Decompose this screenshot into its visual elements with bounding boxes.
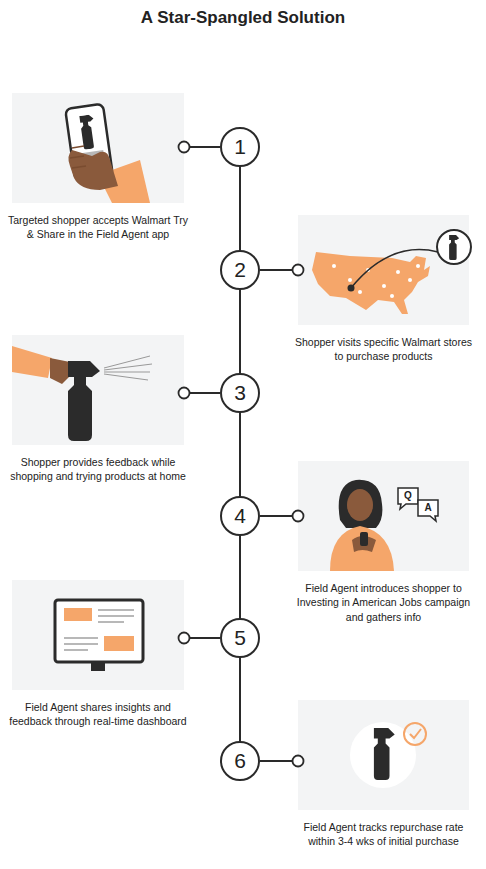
panel-ground bbox=[298, 215, 469, 325]
step-circle: 4 bbox=[220, 496, 260, 536]
connector-dot bbox=[293, 511, 304, 522]
shopper-illustration bbox=[330, 480, 438, 571]
step-caption: Shopper provides feedback while shopping… bbox=[6, 455, 190, 484]
timeline-connector bbox=[239, 536, 241, 618]
map-illustration bbox=[312, 230, 471, 314]
panel-ground bbox=[298, 700, 469, 810]
step-number: 1 bbox=[234, 135, 246, 159]
step-panel: Field Agent tracks repurchase rate withi… bbox=[298, 700, 469, 810]
panel-ground bbox=[12, 580, 184, 690]
timeline-connector bbox=[239, 290, 241, 373]
step-number: 3 bbox=[234, 381, 246, 405]
timeline-connector bbox=[239, 413, 241, 496]
diagram-title: A Star-Spangled Solution bbox=[0, 8, 486, 28]
step-caption: Field Agent introduces shopper to Invest… bbox=[292, 581, 475, 624]
connector-dot bbox=[293, 265, 304, 276]
step-number: 6 bbox=[234, 749, 246, 773]
timeline-connector bbox=[239, 167, 241, 250]
step-number: 4 bbox=[234, 504, 246, 528]
bubble-letter: A bbox=[421, 502, 435, 513]
step-panel: Field Agent introduces shopper to Invest… bbox=[298, 461, 469, 571]
step-circle: 3 bbox=[220, 373, 260, 413]
connector-dot bbox=[179, 388, 190, 399]
connector-dot bbox=[179, 142, 190, 153]
step-panel: Field Agent shares insights and feedback… bbox=[12, 580, 184, 690]
phone-illustration bbox=[65, 104, 150, 203]
step-circle: 1 bbox=[220, 127, 260, 167]
step-panel: Shopper visits specific Walmart stores t… bbox=[298, 215, 469, 325]
repurchase-illustration bbox=[350, 722, 426, 788]
step-panel: Shopper provides feedback while shopping… bbox=[12, 335, 184, 445]
step-caption: Targeted shopper accepts Walmart Try & S… bbox=[6, 213, 190, 242]
step-panel: Targeted shopper accepts Walmart Try & S… bbox=[12, 93, 184, 203]
dashboard-illustration bbox=[55, 600, 143, 671]
step-caption: Field Agent shares insights and feedback… bbox=[6, 700, 190, 729]
timeline-connector bbox=[239, 658, 241, 741]
step-caption: Shopper visits specific Walmart stores t… bbox=[292, 335, 475, 364]
spray-illustration bbox=[12, 346, 152, 441]
connector-dot bbox=[179, 633, 190, 644]
panel-ground bbox=[298, 461, 469, 571]
panel-ground bbox=[12, 93, 184, 203]
step-caption: Field Agent tracks repurchase rate withi… bbox=[292, 820, 475, 849]
step-number: 5 bbox=[234, 626, 246, 650]
step-number: 2 bbox=[234, 258, 246, 282]
step-circle: 6 bbox=[220, 741, 260, 781]
bubble-letter: Q bbox=[401, 490, 415, 501]
connector-dot bbox=[293, 756, 304, 767]
step-circle: 5 bbox=[220, 618, 260, 658]
panel-ground bbox=[12, 335, 184, 445]
step-circle: 2 bbox=[220, 250, 260, 290]
